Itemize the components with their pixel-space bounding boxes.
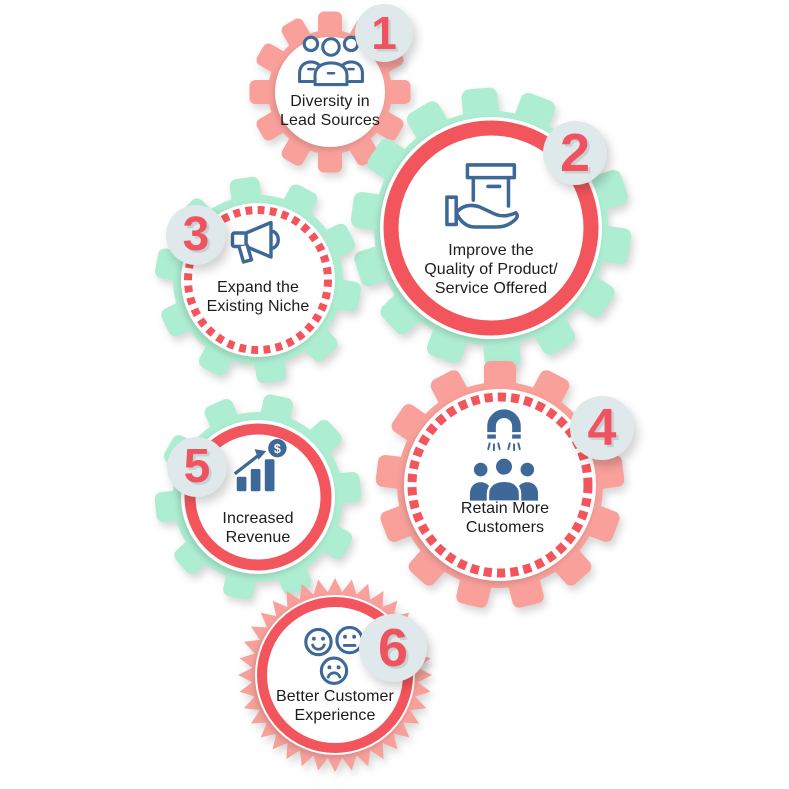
- megaphone-icon: [226, 218, 290, 274]
- step-1-number-badge: 1: [355, 4, 413, 62]
- step-number: 3: [182, 208, 210, 261]
- label-line: Better Customer: [276, 688, 394, 705]
- step-5-number-badge: 5: [167, 437, 227, 497]
- step-2-label: Improve the Quality of Product/ Service …: [401, 241, 581, 298]
- label-line: Experience: [294, 707, 376, 724]
- gear-shape-5: [154, 394, 362, 600]
- label-line: Diversity in: [290, 93, 370, 110]
- step-5-label: Increased Revenue: [178, 509, 338, 547]
- step-3-label: Expand the Existing Niche: [178, 278, 338, 316]
- customers-icon: [470, 456, 538, 502]
- step-3-number-badge: 3: [166, 205, 226, 265]
- label-line: Customers: [465, 519, 545, 536]
- label-line: Quality of Product/: [424, 261, 558, 278]
- label-line: Increased: [222, 510, 294, 527]
- step-4-label: Retain More Customers: [415, 499, 595, 537]
- gear-shape-1: [249, 11, 411, 173]
- revenue-growth-icon: $: [229, 438, 289, 492]
- step-number: 5: [183, 440, 211, 493]
- step-6-number-badge: 6: [359, 614, 427, 682]
- dollar-glyph: $: [274, 442, 281, 456]
- magnet-customers-icon: [466, 408, 542, 502]
- magnet-icon: [485, 409, 523, 452]
- step-number: 4: [587, 399, 617, 457]
- label-line: Revenue: [225, 529, 291, 546]
- step-number: 2: [559, 123, 591, 183]
- label-line: Lead Sources: [280, 112, 380, 129]
- label-line: Service Offered: [434, 280, 548, 297]
- label-line: Expand the: [217, 279, 299, 296]
- product-in-hand-icon: [443, 162, 529, 234]
- label-line: Improve the: [448, 242, 534, 259]
- step-number: 6: [377, 618, 409, 678]
- label-line: Existing Niche: [206, 298, 310, 315]
- step-6-label: Better Customer Experience: [245, 687, 425, 725]
- step-2-number-badge: 2: [543, 121, 607, 185]
- step-number: 1: [371, 7, 397, 59]
- step-1-label: Diversity in Lead Sources: [250, 92, 410, 130]
- step-4-number-badge: 4: [570, 396, 634, 460]
- customer-faces-icon: [298, 626, 370, 688]
- label-line: Retain More: [460, 500, 550, 517]
